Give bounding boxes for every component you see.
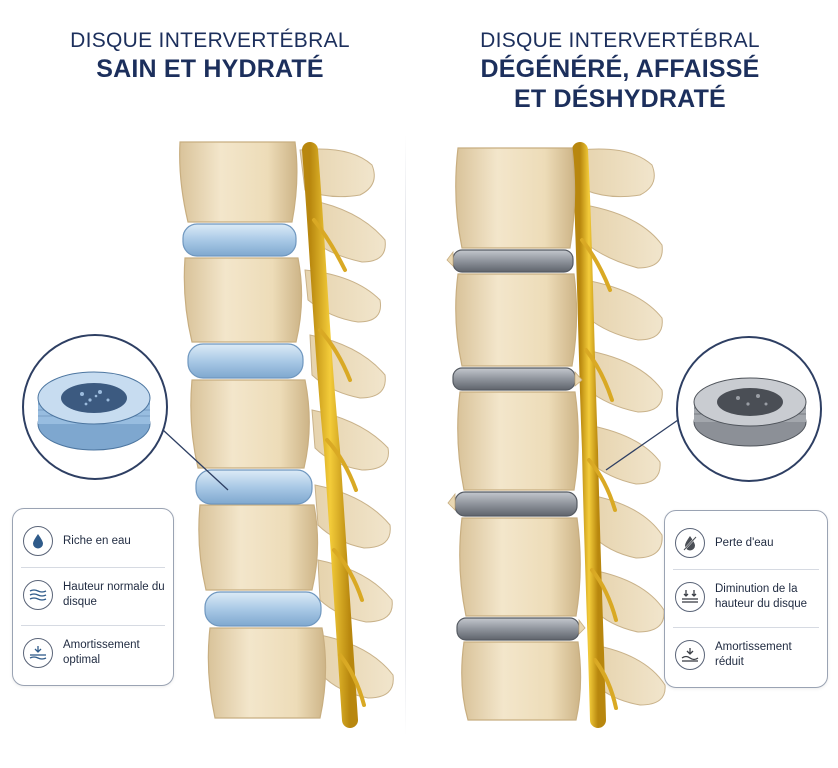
left-title: DISQUE INTERVERTÉBRAL SAIN ET HYDRATÉ — [30, 28, 390, 84]
separator — [21, 625, 165, 626]
water-drop-icon — [23, 526, 53, 556]
degenerated-disc-detail-icon — [693, 377, 807, 447]
separator — [673, 569, 819, 570]
degenerated-disc-zoom — [676, 336, 822, 482]
info-label-water-loss: Perte d'eau — [715, 536, 774, 549]
left-spine — [162, 141, 394, 728]
info-label-reduced-absorb: Amortissement réduit — [715, 641, 792, 668]
info-item-height-decrease: Diminution de la hauteur du disque — [675, 577, 821, 617]
center-divider — [405, 135, 406, 735]
info-item-height: Hauteur normale du disque — [23, 575, 167, 615]
info-item-water-rich: Riche en eau — [23, 521, 167, 561]
degenerated-info-box: Perte d'eau Diminution de la hauteur du … — [664, 510, 828, 688]
right-title: DISQUE INTERVERTÉBRAL DÉGÉNÉRÉ, AFFAISSÉ… — [440, 28, 800, 114]
separator — [673, 627, 819, 628]
healthy-disc-zoom — [22, 334, 168, 480]
left-title-line1: DISQUE INTERVERTÉBRAL — [70, 29, 350, 52]
right-title-line2: DÉGÉNÉRÉ, AFFAISSÉ — [480, 55, 760, 83]
info-item-reduced-absorb: Amortissement réduit — [675, 635, 821, 675]
info-label-water-rich: Riche en eau — [63, 534, 131, 547]
info-item-absorb: Amortissement optimal — [23, 633, 167, 673]
shock-absorb-icon — [23, 638, 53, 668]
right-title-line3: ET DÉSHYDRATÉ — [514, 85, 726, 113]
separator — [21, 567, 165, 568]
healthy-disc-detail-icon — [37, 371, 151, 451]
right-spine — [446, 142, 679, 728]
reduced-absorb-icon — [675, 640, 705, 670]
healthy-info-box: Riche en eau Hauteur normale du disque A… — [12, 508, 174, 686]
height-decrease-icon — [675, 582, 705, 612]
crossed-drop-icon — [675, 528, 705, 558]
right-title-line1: DISQUE INTERVERTÉBRAL — [480, 29, 760, 52]
info-label-absorb: Amortissement optimal — [63, 639, 140, 666]
info-label-height-decrease: Diminution de la hauteur du disque — [715, 583, 808, 610]
info-label-height: Hauteur normale du disque — [63, 581, 165, 608]
info-item-water-loss: Perte d'eau — [675, 523, 821, 563]
left-title-line2: SAIN ET HYDRATÉ — [96, 55, 324, 83]
wave-height-icon — [23, 580, 53, 610]
